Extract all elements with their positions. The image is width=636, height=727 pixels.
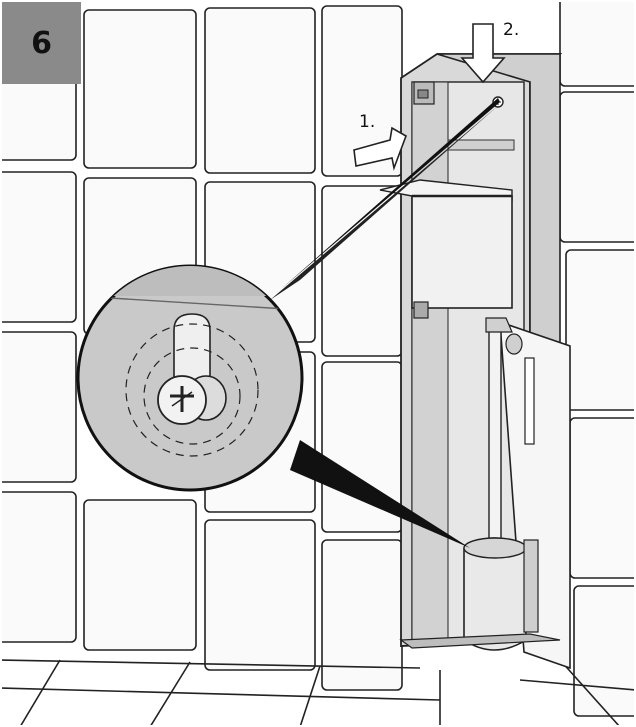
floor-tiles [2, 659, 634, 725]
callout-label-2: 2. [503, 20, 520, 40]
down-arrow-icon [460, 23, 506, 84]
step-number: 6 [31, 25, 52, 61]
magnifier-callout-icon [76, 264, 304, 492]
step-number-badge: 6 [2, 2, 81, 84]
brush-holder-cabinet [379, 53, 571, 670]
magnifier-beams [270, 98, 500, 548]
callout-label-1: 1. [359, 112, 376, 132]
push-arrow-icon [353, 126, 407, 171]
